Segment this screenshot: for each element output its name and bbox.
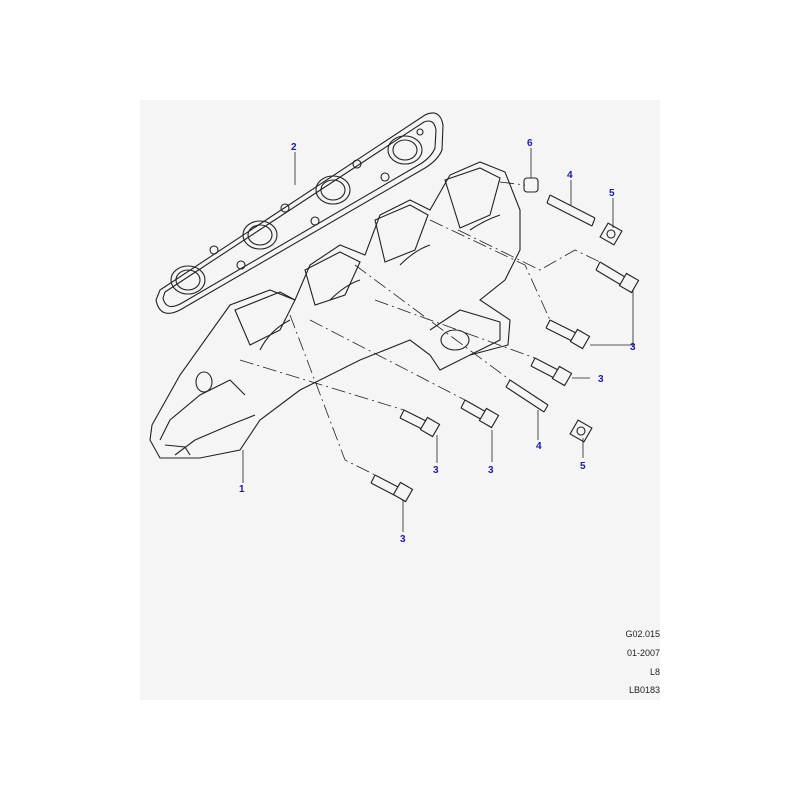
callout-5: 5	[609, 188, 615, 199]
flange-bolt	[370, 474, 414, 503]
centre-lines	[239, 181, 601, 476]
flange-bolt	[545, 319, 591, 350]
callout-10: 4	[536, 441, 542, 452]
diagram-date: 01-2007	[626, 648, 660, 658]
callout-labels: 2 1 6 4 5 3 3 3 3 4 5 3	[239, 138, 636, 545]
callout-3: 6	[527, 138, 533, 149]
stud	[505, 379, 549, 413]
diagram-ref: LB0183	[628, 685, 660, 695]
manifold-gasket	[155, 112, 444, 314]
callout-2: 1	[239, 484, 245, 495]
flange-bolt	[595, 261, 640, 294]
callout-11: 5	[580, 461, 586, 472]
callout-4: 4	[567, 170, 573, 181]
callout-6: 3	[630, 342, 636, 353]
diagram-model: L8	[649, 667, 660, 677]
spacer-sleeve	[523, 177, 539, 193]
exhaust-manifold	[149, 161, 521, 459]
flange-bolt	[399, 409, 441, 438]
callout-12: 3	[400, 534, 406, 545]
callout-1: 2	[291, 142, 297, 153]
callout-7: 3	[598, 374, 604, 385]
leader-lines	[242, 148, 634, 532]
stud	[546, 194, 596, 227]
flange-bolt	[460, 399, 500, 429]
flange-nut	[569, 419, 593, 443]
flange-nut	[599, 222, 623, 246]
diagram-code: G02.015	[625, 629, 660, 639]
callout-9: 3	[488, 465, 494, 476]
flange-bolt	[530, 357, 573, 387]
callout-8: 3	[433, 465, 439, 476]
